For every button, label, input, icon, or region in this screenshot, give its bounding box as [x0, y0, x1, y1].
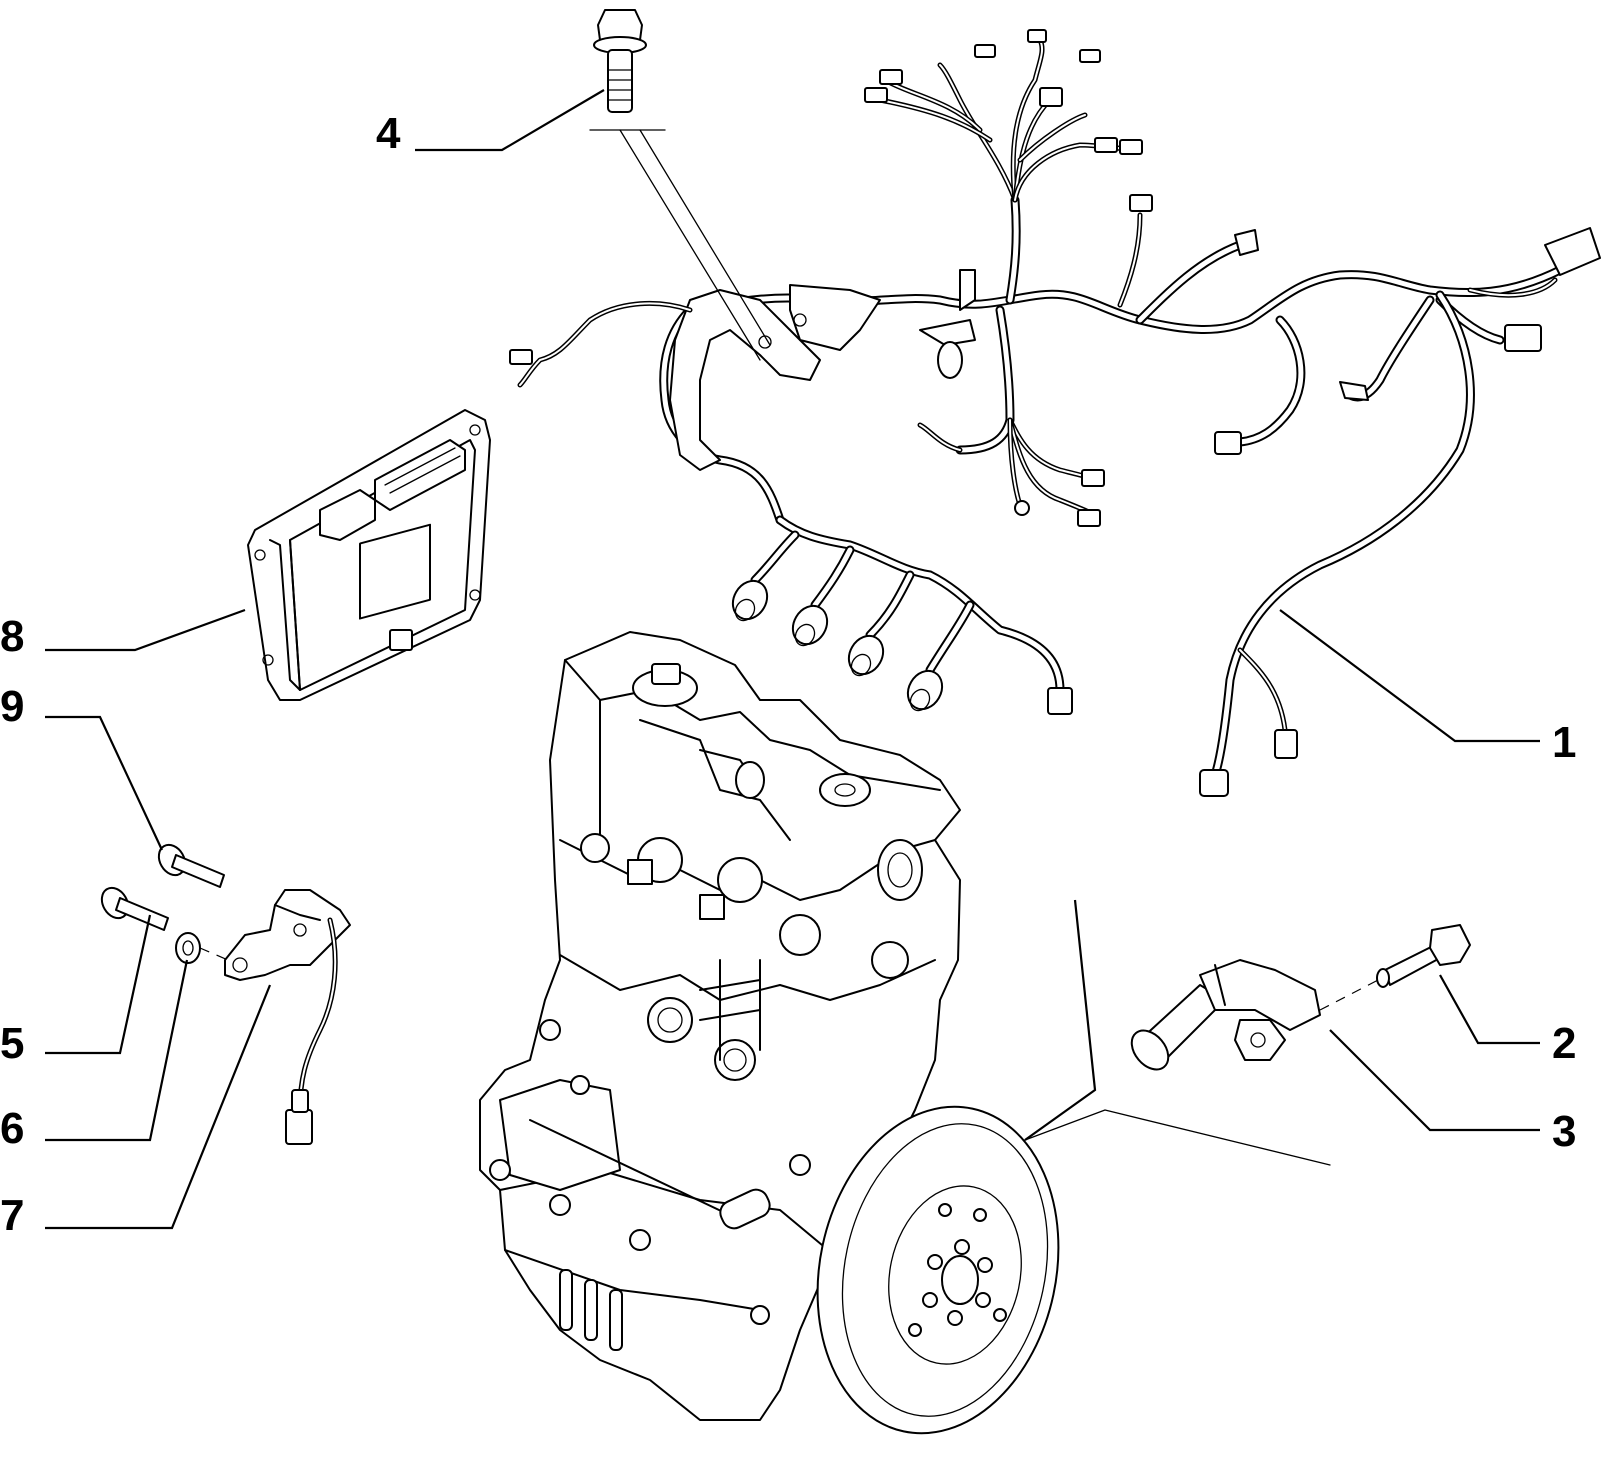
callout-labels: 1 2 3 4 5 6 7 8 9	[0, 109, 1576, 1240]
washer-part-6	[175, 932, 201, 964]
callout-7: 7	[0, 1191, 24, 1240]
callout-4: 4	[376, 109, 401, 158]
leader-lines	[45, 89, 1540, 1230]
callout-1: 1	[1552, 718, 1576, 767]
screw-part-5	[100, 886, 169, 931]
engine-control-unit	[247, 409, 491, 701]
callout-8: 8	[0, 612, 24, 661]
screw-part-9	[157, 843, 225, 888]
alignment-line	[199, 947, 229, 961]
bolt-part-2	[1376, 924, 1471, 988]
callout-2: 2	[1552, 1019, 1576, 1068]
callout-3: 3	[1552, 1107, 1576, 1156]
alignment-line	[1319, 977, 1383, 1011]
callout-9: 9	[0, 682, 24, 731]
callout-5: 5	[0, 1019, 24, 1068]
sensor-assembly-part-7	[224, 889, 351, 1145]
crank-position-sensor-part-3	[1130, 959, 1321, 1071]
engine-block-illustration	[479, 631, 1060, 1435]
callout-6: 6	[0, 1104, 24, 1153]
engine-wiring-harness	[509, 29, 1601, 797]
bolt-part-4	[593, 9, 647, 113]
